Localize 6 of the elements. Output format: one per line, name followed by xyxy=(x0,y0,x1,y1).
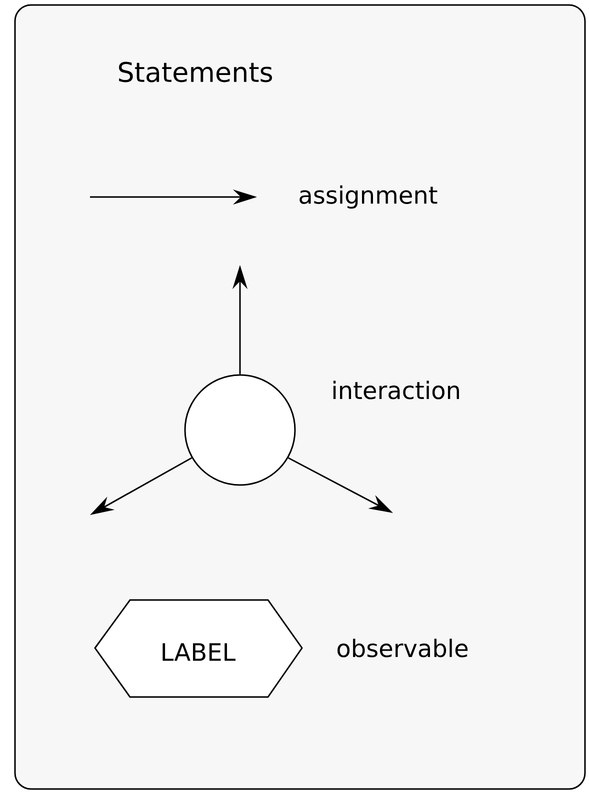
statement-label: assignment xyxy=(300,185,438,209)
circle xyxy=(184,374,296,486)
statement-label: observable xyxy=(338,638,468,658)
statement-label: interaction xyxy=(333,380,459,400)
hexagon: LABEL xyxy=(94,599,303,698)
panel-heading: Statements xyxy=(118,62,272,82)
